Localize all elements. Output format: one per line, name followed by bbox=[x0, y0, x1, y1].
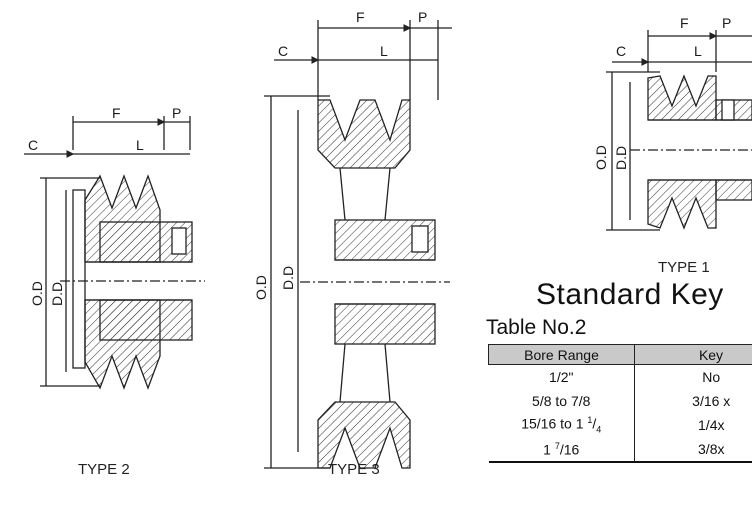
type3-pulley-drawing bbox=[264, 20, 452, 469]
key-table: Bore Range Key 1/2" No 5/8 to 7/8 3/16 x… bbox=[488, 344, 752, 463]
type1-caption: TYPE 1 bbox=[658, 259, 710, 276]
type2-caption: TYPE 2 bbox=[78, 461, 130, 478]
table-title: Table No.2 bbox=[486, 316, 587, 339]
type1-od-label: O.D bbox=[593, 145, 609, 170]
bore-cell: 15/16 to 1 1/4 bbox=[488, 413, 635, 437]
type1-c-label: C bbox=[616, 43, 626, 59]
type3-caption: TYPE 3 bbox=[328, 461, 380, 478]
bore-sep: / bbox=[592, 415, 597, 432]
bore-sup: 7 bbox=[554, 440, 560, 451]
type3-od-label: O.D bbox=[253, 275, 269, 300]
table-row: 15/16 to 1 1/4 1/4x bbox=[488, 413, 752, 437]
bore-cell: 1/2" bbox=[488, 364, 635, 389]
type2-c-label: C bbox=[28, 137, 38, 153]
table-row: 1/2" No bbox=[488, 364, 752, 389]
table-row: 5/8 to 7/8 3/16 x bbox=[488, 389, 752, 413]
type2-od-label: O.D bbox=[29, 281, 45, 306]
type2-pulley-drawing bbox=[24, 116, 205, 390]
type2-p-label: P bbox=[172, 105, 181, 121]
bore-sup: 1 bbox=[587, 415, 593, 426]
type3-dd-label: D.D bbox=[280, 266, 296, 290]
type1-p-label: P bbox=[722, 15, 731, 31]
type3-c-label: C bbox=[278, 43, 288, 59]
type2-dd-label: D.D bbox=[49, 282, 65, 306]
key-cell: 3/8x bbox=[634, 437, 752, 463]
type3-f-label: F bbox=[356, 9, 365, 25]
bore-tail: /16 bbox=[559, 441, 580, 458]
key-cell: 1/4x bbox=[698, 417, 725, 433]
bore-cell: 1 7/16 bbox=[488, 437, 635, 463]
type1-l-label: L bbox=[694, 43, 702, 59]
type3-l-label: L bbox=[380, 43, 388, 59]
type1-f-label: F bbox=[680, 15, 689, 31]
header-bore-range: Bore Range bbox=[488, 344, 635, 365]
table-header-row: Bore Range Key bbox=[488, 344, 752, 365]
bore-sub: 4 bbox=[596, 424, 602, 435]
bore-main: 15/16 to 1 bbox=[521, 415, 588, 432]
key-cell: 3/16 x bbox=[692, 393, 731, 409]
bore-cell: 5/8 to 7/8 bbox=[488, 389, 635, 413]
type1-dd-label: D.D bbox=[613, 146, 629, 170]
standard-key-title: Standard Key bbox=[536, 278, 724, 311]
bore-main: 1 bbox=[543, 441, 555, 458]
type2-f-label: F bbox=[112, 105, 121, 121]
table-row: 1 7/16 3/8x bbox=[488, 437, 752, 463]
type2-l-label: L bbox=[136, 137, 144, 153]
key-cell: No bbox=[702, 369, 721, 385]
type3-p-label: P bbox=[418, 9, 427, 25]
header-key: Key bbox=[634, 344, 752, 365]
type1-pulley-drawing bbox=[606, 30, 752, 231]
